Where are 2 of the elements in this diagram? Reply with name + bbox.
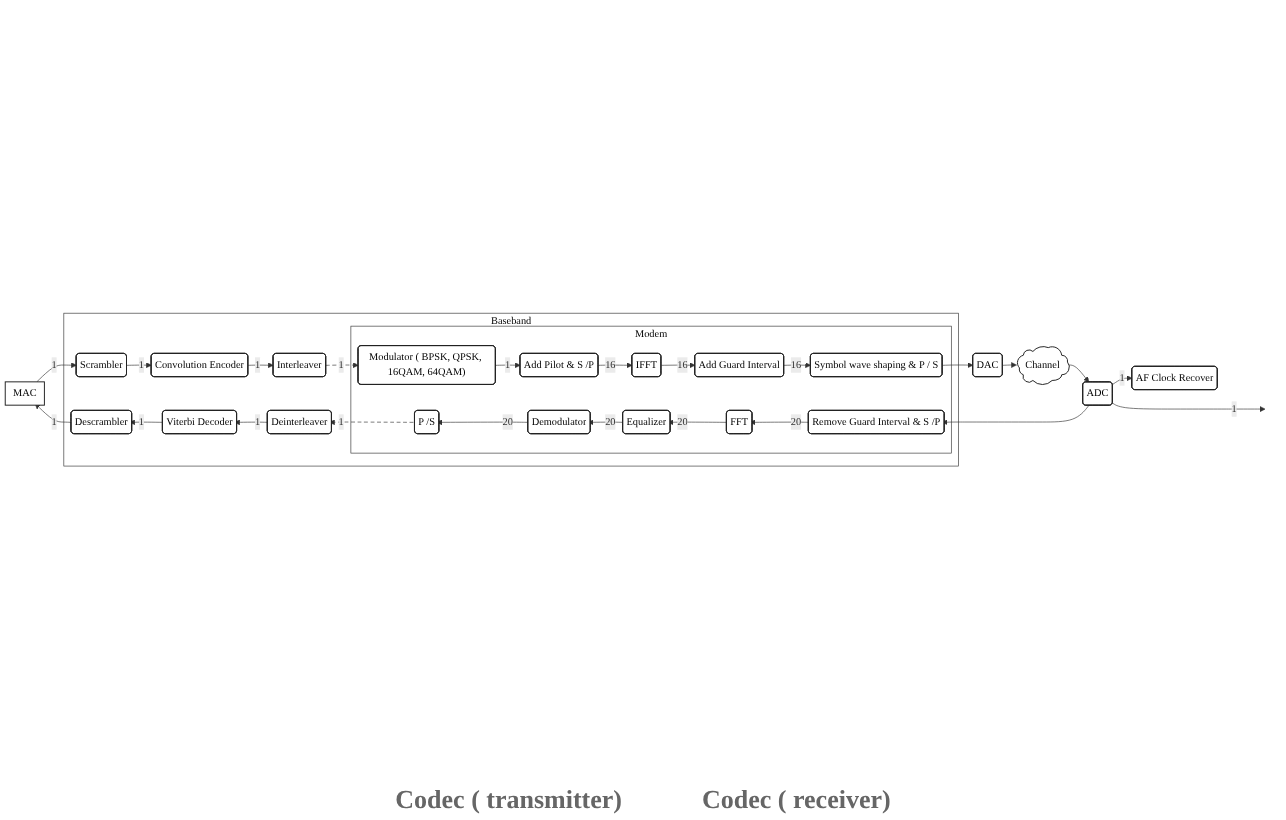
bracket-label: Codec ( transmitter) <box>395 784 622 816</box>
bracket-label: Codec ( receiver) <box>702 784 891 816</box>
